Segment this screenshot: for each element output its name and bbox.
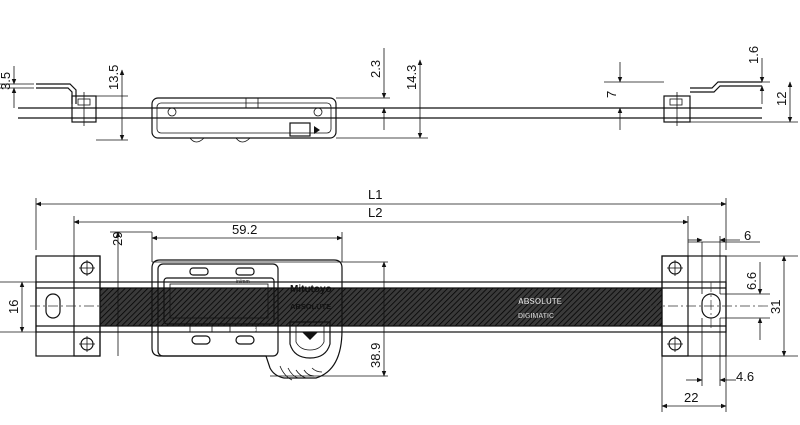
right-end-block [650,255,770,357]
dim-7: 7 [604,91,619,98]
scale-bar [35,281,727,333]
mode-button-label: in/mm [236,279,250,285]
origin-button[interactable] [189,267,209,276]
output-port [289,321,331,359]
dim-16: 16 [6,300,21,314]
scale-digimatic-logo: DIGIMATIC [518,313,554,320]
reading-head-side [151,97,337,143]
left-end-block [30,255,112,357]
on-off-label: ON/OFF [192,327,211,333]
side-view: 3.5 13.5 2.3 14.3 7 1.6 [0,46,798,143]
left-mount-bracket [36,83,97,126]
front-view: L1 L2 [0,187,798,412]
dim-12: 12 [774,92,789,106]
dim-L2: L2 [368,205,382,220]
dim-38-9: 38.9 [368,343,383,368]
dim-14-3: 14.3 [404,65,419,90]
right-mount-bracket [663,81,762,126]
on-off-button[interactable] [191,335,211,345]
absolute-logo: ABSOLUTE [290,302,331,311]
side-dimensions: 3.5 13.5 2.3 14.3 7 1.6 [0,46,798,141]
scale-absolute-logo: ABSOLUTE [518,297,563,306]
dim-13-5: 13.5 [106,65,121,90]
length-dimensions: L1 L2 [35,187,727,256]
reading-head-front: in/mm ON/OFF ZERO/ABS Mitutoyo ABSOLUTE [117,256,388,381]
dim-6-6: 6.6 [744,272,759,290]
dim-29: 29 [110,232,125,246]
dim-6: 6 [744,228,751,243]
front-dimensions: 29 59.2 16 38.9 6 6.6 [0,222,798,412]
zero-abs-label: ZERO/ABS [231,327,257,333]
dim-4-6: 4.6 [736,369,754,384]
dim-L1: L1 [368,187,382,202]
lcd-display [163,277,275,325]
dim-31: 31 [768,300,783,314]
dim-22: 22 [684,390,698,405]
dim-59-2: 59.2 [232,222,257,237]
mode-button[interactable] [235,267,255,276]
dim-3-5: 3.5 [0,72,13,90]
dim-1-6: 1.6 [746,46,761,64]
zero-abs-button[interactable] [235,335,255,345]
dim-2-3: 2.3 [368,60,383,78]
brand-logo: Mitutoyo [290,284,332,295]
